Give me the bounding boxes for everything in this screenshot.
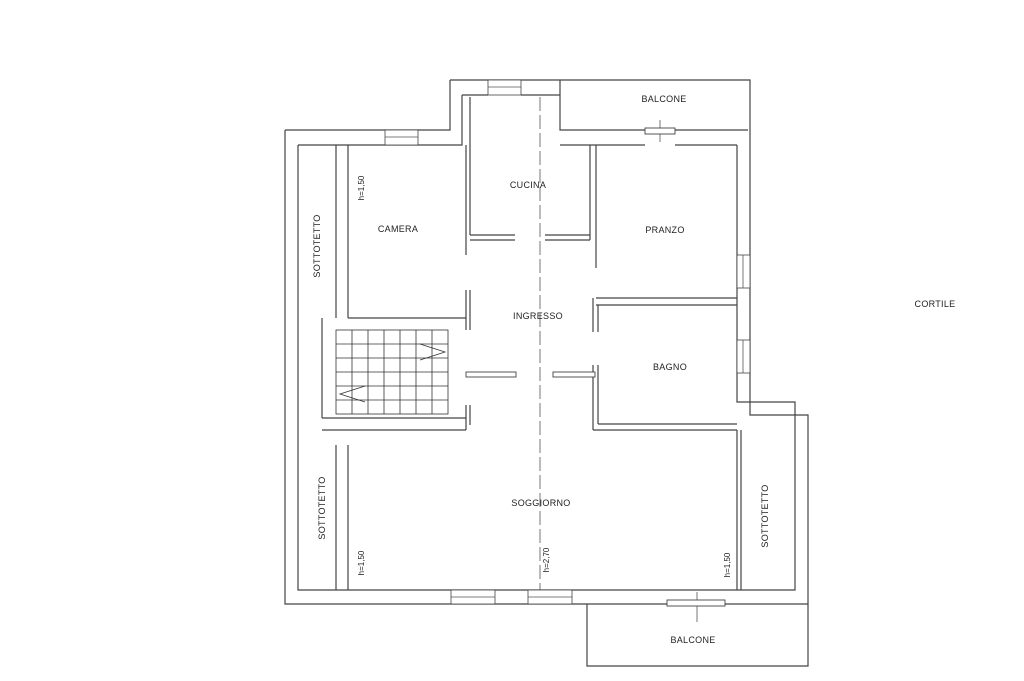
label-sottotetto-right: SOTTOTETTO — [760, 484, 770, 547]
interior-walls — [321, 97, 742, 590]
balcony-top — [559, 80, 748, 142]
label-sottotetto-left-top: SOTTOTETTO — [312, 214, 322, 277]
windows — [384, 79, 751, 605]
height-soggiorno-center: h=2,70 — [542, 547, 551, 572]
height-soggiorno-left: h=1,50 — [357, 550, 366, 575]
label-soggiorno: SOGGIORNO — [511, 498, 570, 508]
label-balcone-bottom: BALCONE — [670, 635, 715, 645]
height-camera: h=1,50 — [357, 175, 366, 200]
label-cortile: CORTILE — [915, 299, 956, 309]
label-bagno: BAGNO — [653, 362, 687, 372]
label-balcone-top: BALCONE — [641, 94, 686, 104]
height-soggiorno-right: h=1,50 — [723, 552, 732, 577]
label-pranzo: PRANZO — [645, 225, 684, 235]
staircase — [335, 329, 449, 415]
outer-walls — [284, 79, 809, 605]
label-ingresso: INGRESSO — [513, 311, 563, 321]
label-camera: CAMERA — [378, 224, 418, 234]
label-sottotetto-left-bottom: SOTTOTETTO — [317, 476, 327, 539]
label-cucina: CUCINA — [510, 180, 546, 190]
balcony-bottom — [586, 592, 809, 667]
